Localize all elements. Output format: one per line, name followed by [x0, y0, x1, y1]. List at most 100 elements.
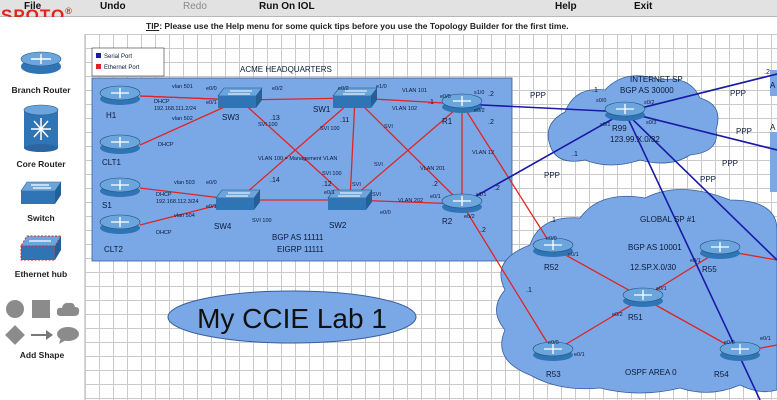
square-shape-icon[interactable]: [32, 300, 50, 318]
lbl-r52-e01: e0/1: [568, 252, 579, 258]
r2-label: R2: [442, 217, 453, 226]
ethernet-hub-icon: [20, 235, 62, 261]
r51-label: R51: [628, 313, 643, 322]
lbl-r53-e00: e0/0: [548, 340, 559, 346]
hq-mgmt-vlan-label: VLAN 100 = Management VLAN: [258, 156, 337, 162]
sw1-label: SW1: [313, 105, 331, 114]
lbl-svi-b: SVI: [374, 162, 383, 168]
menu-run-on-iol[interactable]: Run On IOL: [259, 1, 315, 12]
lbl-dhcp-h1: DHCP: [154, 99, 170, 105]
hq-eigrp-label: EIGRP 11111: [277, 245, 324, 254]
sw4-switch[interactable]: [215, 189, 261, 211]
lab-title-banner[interactable]: [167, 290, 417, 344]
lab-title-text: My CCIE Lab 1: [197, 303, 387, 334]
lbl-r1-s10: s1/0: [474, 90, 484, 96]
lbl-dhcp-clt2: DHCP: [156, 230, 172, 236]
menu-undo[interactable]: Undo: [100, 1, 126, 12]
r99-router[interactable]: [604, 101, 646, 122]
lbl-r99-s00: s0/0: [596, 98, 606, 104]
lbl-sw3-e01: e0/1: [206, 100, 217, 106]
isp-bgp-label: BGP AS 30000: [620, 86, 674, 95]
sw4-label: SW4: [214, 222, 232, 231]
lbl-r53-dot1: .1: [526, 287, 532, 294]
s1-router[interactable]: [99, 177, 141, 198]
circle-shape-icon[interactable]: [6, 300, 24, 318]
lbl-vlan501: vlan 501: [172, 84, 193, 90]
lbl-svi100-sw1: SVI 100: [320, 126, 340, 132]
lbl-dhcp-clt1: DHCP: [158, 142, 174, 148]
tip-bar: TIP: Please use the Help menu for some q…: [0, 17, 777, 33]
palette-branch-router[interactable]: Branch Router: [0, 50, 82, 95]
ppp-label-3: PPP: [722, 159, 738, 168]
palette-ethernet-hub-label: Ethernet hub: [14, 269, 68, 279]
gsp-title: GLOBAL SP #1: [640, 215, 696, 224]
clt1-label: CLT1: [102, 158, 122, 167]
isp-subnet-label: 123.99.X.0/32: [610, 135, 660, 144]
palette-core-router[interactable]: Core Router: [0, 104, 82, 169]
core-router-icon: [23, 104, 59, 152]
sw2-label: SW2: [329, 221, 347, 230]
lbl-sw2-e01: e0/1: [324, 190, 335, 196]
lbl-vlan202: VLAN 202: [398, 198, 423, 204]
clt1-router[interactable]: [99, 134, 141, 155]
speech-bubble-shape-icon[interactable]: [56, 326, 80, 344]
gsp-bgp-label: BGP AS 10001: [628, 243, 682, 252]
lbl-r54-e00: e0/0: [724, 340, 735, 346]
lbl-svi100-sw4: SVI 100: [252, 218, 272, 224]
lbl-r53-e01: e0/1: [574, 352, 585, 358]
lbl-r99-dot1: .1: [592, 87, 598, 94]
lbl-dhcp-s1: DHCP: [156, 192, 172, 198]
lbl-r1-dot1: .1: [428, 99, 434, 106]
palette-switch-label: Switch: [27, 213, 55, 223]
clt2-router[interactable]: [99, 214, 141, 235]
lbl-r1-e02: e0/2: [474, 108, 485, 114]
h1-router[interactable]: [99, 85, 141, 106]
lbl-svi-c: SVI: [352, 182, 361, 188]
menu-redo[interactable]: Redo: [183, 1, 207, 12]
lbl-vlan102: VLAN 102: [392, 106, 417, 112]
hq-area[interactable]: [91, 77, 513, 262]
cloud-shape-icon[interactable]: [56, 300, 80, 318]
lbl-dot13: .13: [270, 115, 280, 122]
menu-file[interactable]: File: [24, 1, 42, 12]
lbl-r52-e00: e0/0: [546, 236, 557, 242]
lbl-sw2-e00: e0/0: [380, 210, 391, 216]
arrow-shape-icon[interactable]: [30, 326, 54, 344]
r55-router[interactable]: [699, 239, 741, 260]
offscreen-dot2: .2: [764, 69, 770, 76]
ethernet-legend-swatch: [96, 64, 101, 69]
sw3-label: SW3: [222, 113, 240, 122]
palette-ethernet-hub[interactable]: Ethernet hub: [0, 234, 82, 279]
r99-label: R99: [612, 124, 627, 133]
r1-label: R1: [442, 117, 453, 126]
port-legend: [91, 47, 165, 77]
palette-branch-router-label: Branch Router: [11, 85, 71, 95]
lbl-r99-s02: s0/2: [644, 100, 654, 106]
r54-label: R54: [714, 370, 729, 379]
ppp-label-2: PPP: [736, 127, 752, 136]
ppp-label-4: PPP: [700, 175, 716, 184]
ppp-label-r1: PPP: [530, 91, 546, 100]
device-palette: Branch Router Core Router Switch Etherne…: [0, 34, 85, 400]
lbl-r2-dot2: .2: [432, 181, 438, 188]
lbl-r55-e01: e0/1: [690, 258, 701, 264]
palette-switch[interactable]: Switch: [0, 180, 82, 223]
lbl-dot12: .12: [322, 181, 332, 188]
lbl-svi-a: SVI: [384, 124, 393, 130]
menu-exit[interactable]: Exit: [634, 1, 653, 12]
add-shape-label: Add Shape: [19, 350, 65, 360]
serial-legend-label: Serial Port: [104, 54, 132, 60]
lbl-r52-dot1: .1: [550, 217, 556, 224]
lbl-r1-e00: e0/0: [440, 94, 451, 100]
h1-label: H1: [106, 111, 117, 120]
menu-help[interactable]: Help: [555, 1, 577, 12]
lbl-ip-h1: 192.168.111.2/24: [154, 106, 196, 112]
r52-label: R52: [544, 263, 559, 272]
gsp-ospf-label: OSPF AREA 0: [625, 368, 677, 377]
offscreen-box-2: [770, 132, 777, 192]
sw3-switch[interactable]: [217, 87, 263, 109]
lbl-svi100-sw2: SVI 100: [322, 171, 342, 177]
isp-title: INTERNET SP: [630, 75, 683, 84]
hq-title: ACME HEADQUARTERS: [240, 65, 332, 74]
lbl-r1-dot2b: .2: [488, 119, 494, 126]
